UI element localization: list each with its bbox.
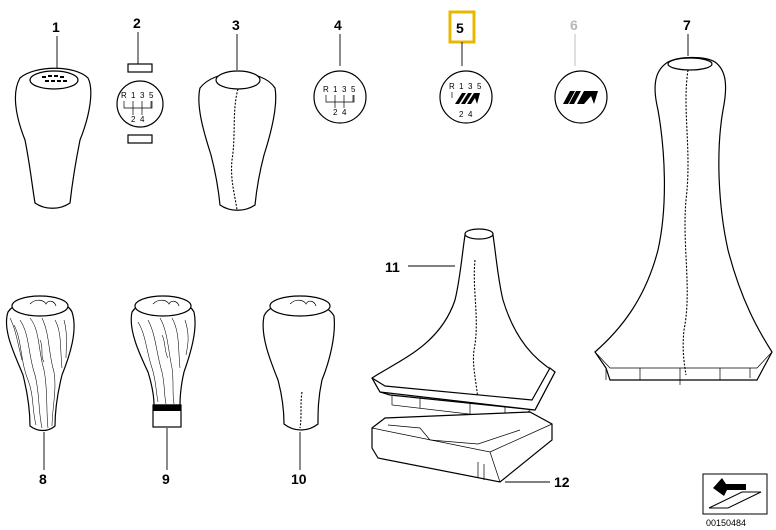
svg-text:2: 2 bbox=[333, 108, 338, 117]
part-2-shift-emblem[interactable]: 2 R 1 3 5 2 4 bbox=[116, 15, 164, 144]
svg-text:5: 5 bbox=[351, 85, 356, 94]
m-logo-icon bbox=[455, 93, 480, 104]
part-number-7[interactable]: 7 bbox=[683, 17, 691, 33]
knob-body-3 bbox=[198, 72, 277, 211]
part-8-wood-knob[interactable]: 8 bbox=[5, 295, 75, 487]
knob-body-10 bbox=[262, 301, 335, 431]
shift-pattern-2: R 1 3 5 2 4 bbox=[121, 91, 154, 124]
gaiter-frame-11 bbox=[371, 367, 556, 411]
emblem-clip-bottom bbox=[127, 134, 153, 144]
diagram-reference: 00150484 bbox=[702, 473, 768, 528]
part-3-leather-knob[interactable]: 3 bbox=[198, 17, 277, 211]
reference-arrow-icon bbox=[713, 478, 746, 496]
knob-top-9 bbox=[134, 295, 192, 317]
button-pattern-icon bbox=[42, 75, 67, 82]
svg-text:R: R bbox=[121, 91, 127, 100]
reference-icon-plate bbox=[708, 491, 762, 509]
svg-text:1: 1 bbox=[333, 85, 338, 94]
m-logo-icon bbox=[563, 91, 598, 104]
part-1-gear-knob[interactable]: 1 bbox=[14, 19, 92, 209]
emblem-clip-top bbox=[127, 63, 153, 73]
part-6-m-emblem[interactable]: 6 bbox=[554, 17, 608, 124]
part-number-11[interactable]: 11 bbox=[385, 259, 400, 275]
part-number-4[interactable]: 4 bbox=[334, 17, 342, 33]
gaiter-base-tabs bbox=[605, 368, 751, 385]
collar-band-9 bbox=[153, 405, 181, 411]
svg-text:1: 1 bbox=[459, 82, 464, 91]
svg-text:4: 4 bbox=[342, 108, 347, 117]
svg-text:R: R bbox=[323, 85, 329, 94]
part-number-5[interactable]: 5 bbox=[456, 20, 464, 36]
part-number-12[interactable]: 12 bbox=[554, 474, 570, 490]
wood-grain-8 bbox=[9, 317, 67, 429]
frame-corner-edge bbox=[489, 451, 501, 483]
svg-text:2: 2 bbox=[459, 110, 464, 119]
knob-top-8 bbox=[11, 295, 69, 317]
part-9-wood-knob-collar[interactable]: 9 bbox=[130, 295, 196, 487]
knob-top-3 bbox=[215, 70, 261, 90]
stitching-10 bbox=[299, 391, 303, 429]
gaiter-top-opening bbox=[464, 228, 494, 240]
pattern-icon bbox=[152, 299, 180, 307]
svg-text:4: 4 bbox=[468, 110, 473, 119]
stitching-7 bbox=[682, 69, 689, 376]
knob-body-1 bbox=[14, 67, 92, 209]
diagram-code: 00150484 bbox=[706, 518, 746, 528]
svg-text:1: 1 bbox=[131, 91, 136, 100]
part-12-gaiter-frame[interactable]: 12 bbox=[371, 411, 570, 490]
part-number-10[interactable]: 10 bbox=[291, 471, 307, 487]
frame-inner-edge bbox=[387, 424, 521, 445]
wood-grain-9 bbox=[137, 317, 189, 405]
part-11-gear-gaiter[interactable]: 11 bbox=[371, 228, 556, 421]
part-4-shift-emblem[interactable]: 4 R 1 3 5 2 4 bbox=[313, 17, 367, 124]
part-number-6[interactable]: 6 bbox=[570, 17, 578, 33]
emblem-disc-4 bbox=[313, 70, 367, 124]
part-number-3[interactable]: 3 bbox=[232, 17, 240, 33]
part-number-1[interactable]: 1 bbox=[52, 19, 60, 35]
svg-text:2: 2 bbox=[131, 115, 136, 124]
svg-text:R: R bbox=[449, 82, 455, 91]
shift-pattern-4: R 1 3 5 2 4 bbox=[323, 85, 356, 117]
svg-text:3: 3 bbox=[468, 82, 473, 91]
part-10-leather-knob[interactable]: 10 bbox=[262, 295, 335, 487]
part-number-2[interactable]: 2 bbox=[133, 15, 141, 31]
part-number-8[interactable]: 8 bbox=[39, 471, 47, 487]
emblem-disc-2 bbox=[116, 80, 164, 128]
part-5-m-shift-emblem[interactable]: 5 R 1 3 5 2 4 bbox=[439, 10, 493, 124]
svg-text:5: 5 bbox=[149, 91, 154, 100]
gaiter-base-edge bbox=[594, 351, 773, 369]
knob-body-8 bbox=[5, 299, 75, 432]
stitching-3 bbox=[231, 88, 239, 211]
svg-text:3: 3 bbox=[140, 91, 145, 100]
knob-top-7 bbox=[667, 57, 713, 71]
gaiter-frame-tabs bbox=[391, 395, 531, 421]
shift-pattern-5: R 1 3 5 2 4 bbox=[449, 82, 482, 119]
pattern-icon bbox=[289, 299, 317, 307]
knob-top-10 bbox=[269, 295, 331, 317]
pattern-icon bbox=[29, 299, 57, 307]
svg-text:5: 5 bbox=[477, 82, 482, 91]
svg-text:4: 4 bbox=[140, 115, 145, 124]
part-7-gaiter-with-knob[interactable]: 7 bbox=[594, 17, 773, 385]
frame-slot bbox=[477, 462, 485, 480]
frame-body-12 bbox=[371, 411, 553, 483]
part-number-9[interactable]: 9 bbox=[162, 471, 170, 487]
gaiter-body-7 bbox=[594, 56, 773, 381]
svg-text:3: 3 bbox=[342, 85, 347, 94]
